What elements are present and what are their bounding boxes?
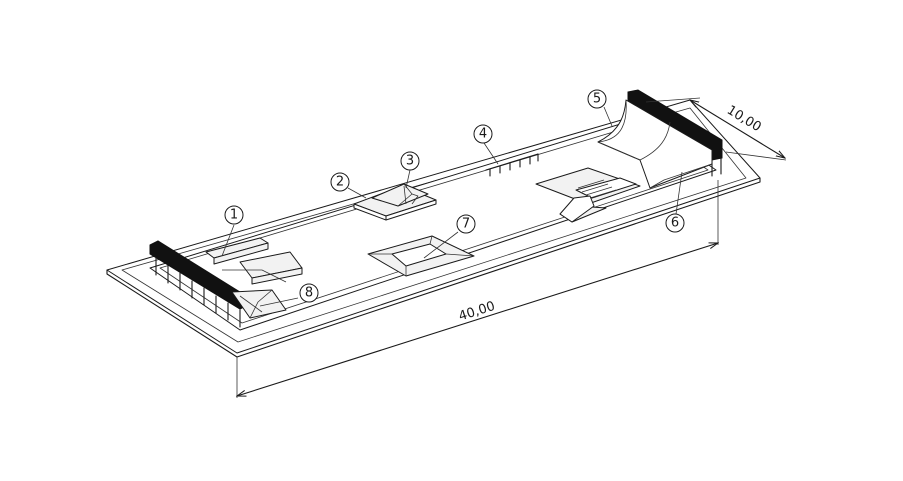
length-dimension-label: 40,00 <box>457 299 497 325</box>
callout-3-label: 3 <box>406 154 414 169</box>
obstacle-2-3-funbox <box>353 183 437 221</box>
callout-7-label: 7 <box>462 217 470 232</box>
callout-2: 2 <box>330 172 350 192</box>
callout-2-label: 2 <box>336 175 344 190</box>
callout-4-label: 4 <box>479 127 487 142</box>
callout-5-label: 5 <box>593 92 601 107</box>
callout-6: 6 <box>665 213 685 233</box>
obstacle-4-rail <box>485 153 539 177</box>
callout-4: 4 <box>473 124 493 144</box>
width-dimension-label: 10,00 <box>724 103 764 135</box>
obstacle-stairs <box>535 167 641 223</box>
callout-8-label: 8 <box>305 286 313 301</box>
callout-1-label: 1 <box>230 208 238 223</box>
callout-7: 7 <box>456 214 476 234</box>
callout-5: 5 <box>587 89 607 109</box>
callout-6-label: 6 <box>671 216 679 231</box>
callout-8: 8 <box>299 283 319 303</box>
obstacle-5-6-quarter-pipe <box>597 99 713 189</box>
callout-1: 1 <box>224 205 244 225</box>
callout-3: 3 <box>400 151 420 171</box>
